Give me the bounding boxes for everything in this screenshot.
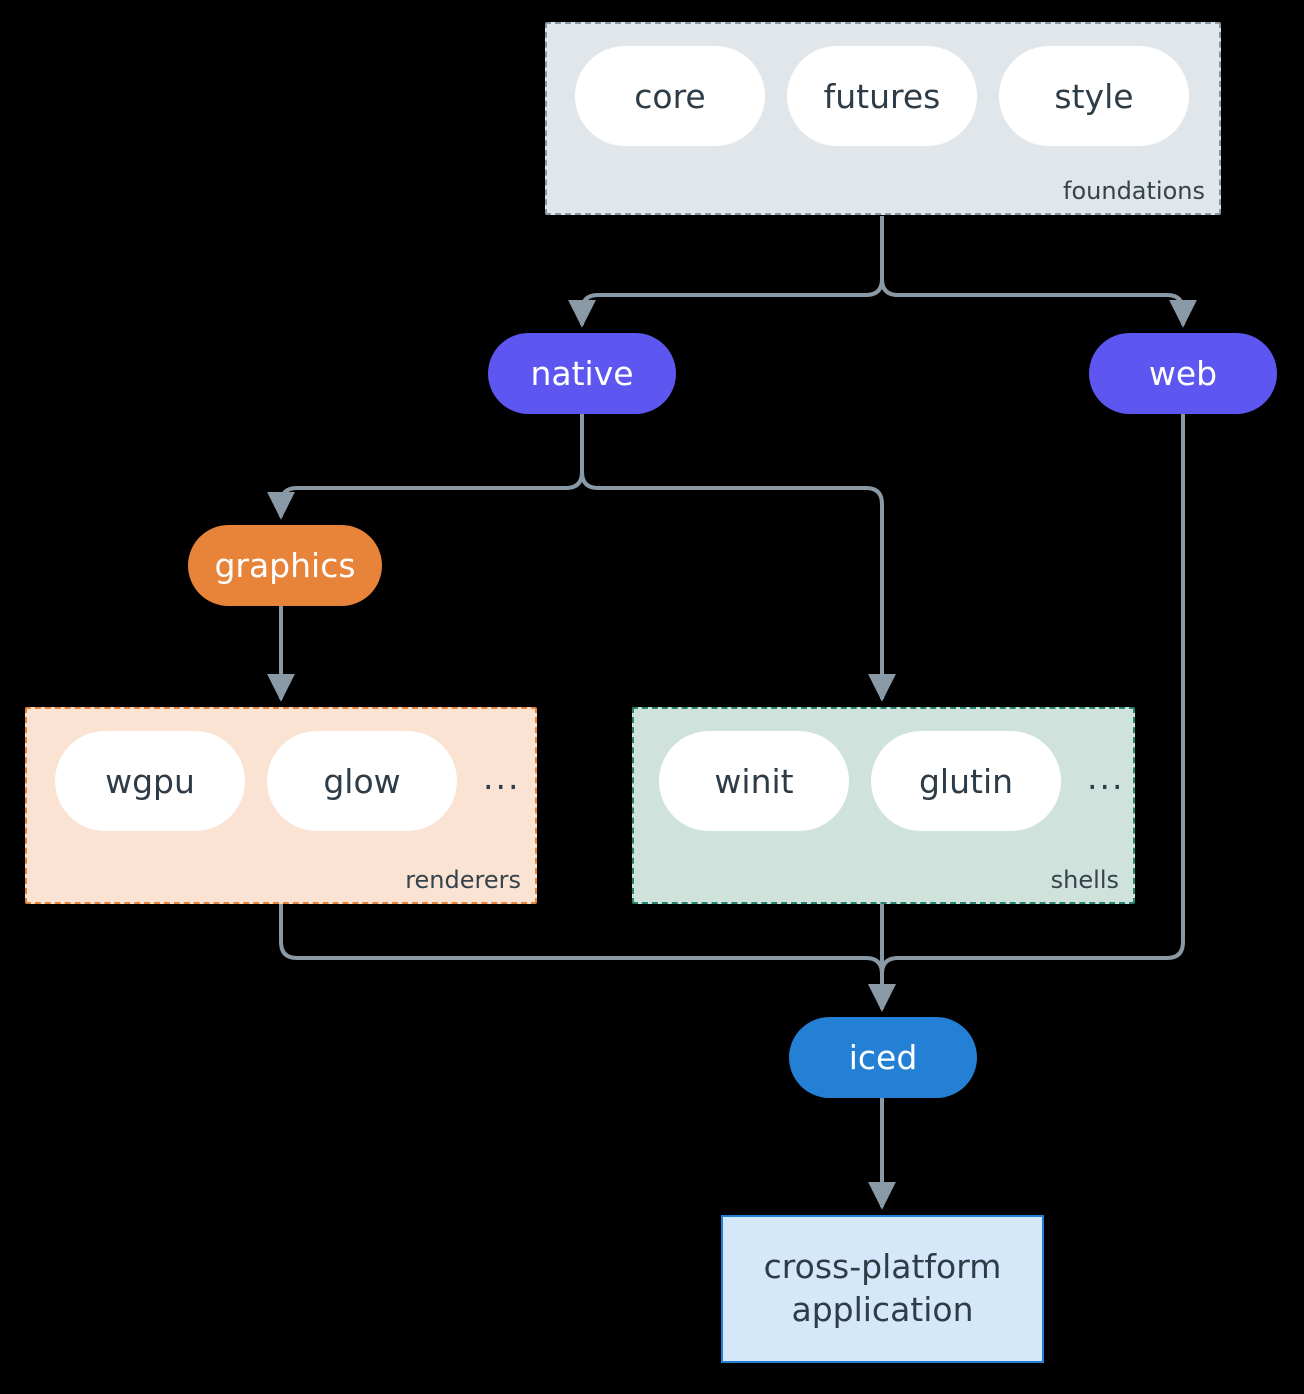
group-shells-label: shells [1050, 866, 1119, 894]
node-winit[interactable]: winit [659, 731, 849, 831]
application-line-1: cross-platform [763, 1247, 1002, 1287]
node-core[interactable]: core [575, 46, 765, 146]
node-native[interactable]: native [488, 333, 676, 414]
group-foundations-label: foundations [1063, 177, 1205, 205]
renderers-ellipsis: ... [483, 757, 521, 797]
group-renderers-label: renderers [405, 866, 521, 894]
group-shells-items: winit glutin ... [659, 731, 1128, 831]
shells-ellipsis: ... [1087, 757, 1125, 797]
group-foundations-items: core futures style [575, 46, 1189, 146]
node-glow[interactable]: glow [267, 731, 457, 831]
group-renderers-items: wgpu glow ... [55, 731, 524, 831]
node-graphics[interactable]: graphics [188, 525, 382, 606]
node-style[interactable]: style [999, 46, 1189, 146]
group-shells[interactable]: winit glutin ... shells [632, 707, 1135, 904]
group-foundations[interactable]: core futures style foundations [545, 22, 1221, 215]
node-cross-platform-application[interactable]: cross-platform application [721, 1215, 1044, 1363]
node-iced[interactable]: iced [789, 1017, 977, 1098]
node-glutin[interactable]: glutin [871, 731, 1061, 831]
node-futures[interactable]: futures [787, 46, 977, 146]
node-wgpu[interactable]: wgpu [55, 731, 245, 831]
group-renderers[interactable]: wgpu glow ... renderers [25, 707, 537, 904]
application-line-2: application [791, 1290, 974, 1329]
node-web[interactable]: web [1089, 333, 1277, 414]
